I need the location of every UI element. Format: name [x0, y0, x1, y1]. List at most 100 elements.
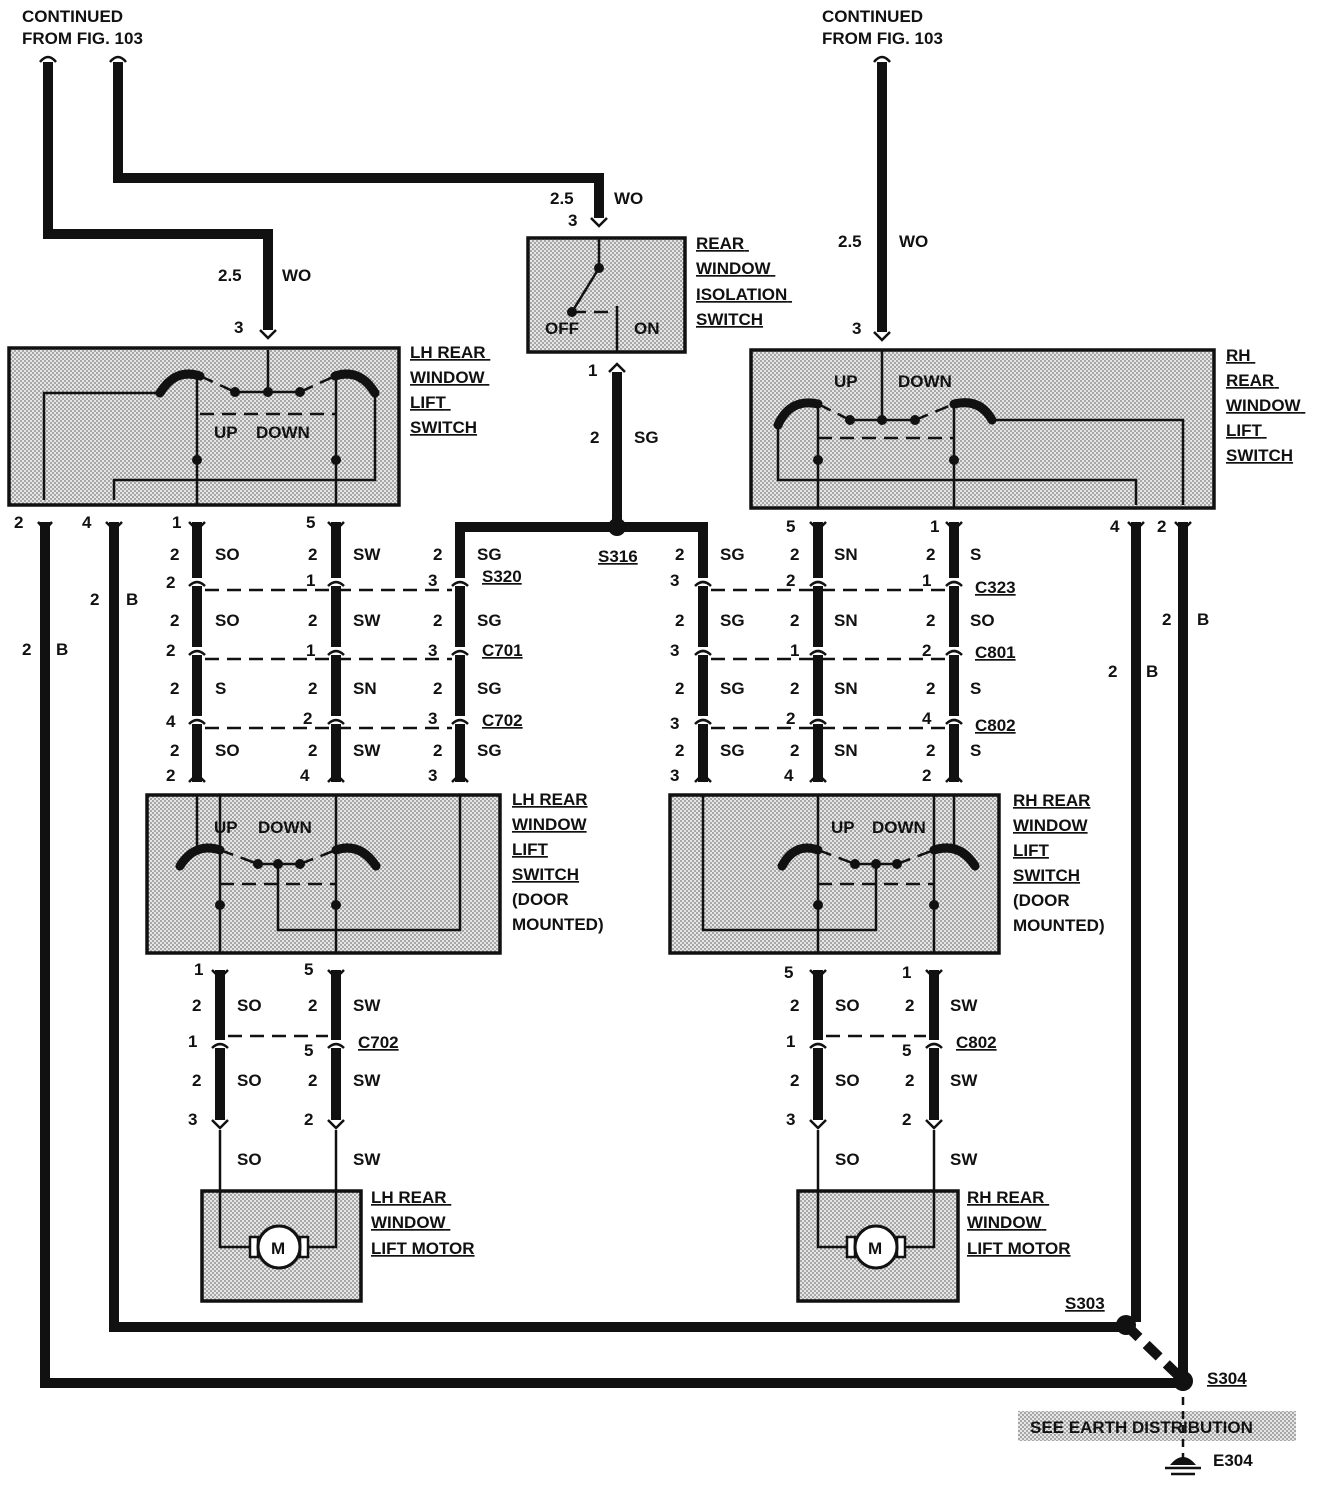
- svg-text:B: B: [126, 590, 138, 609]
- svg-text:2: 2: [433, 545, 442, 564]
- svg-text:3: 3: [428, 571, 437, 590]
- svg-text:2: 2: [675, 741, 684, 760]
- earth-note: SEE EARTH DISTRIBUTION: [1030, 1418, 1253, 1437]
- svg-text:SN: SN: [834, 679, 858, 698]
- svg-text:UP: UP: [831, 818, 855, 837]
- svg-text:2: 2: [308, 611, 317, 630]
- svg-text:SO: SO: [237, 1150, 262, 1169]
- splice-s303: [1116, 1315, 1136, 1335]
- isolation-switch-box: [526, 236, 687, 354]
- svg-text:SO: SO: [237, 1071, 262, 1090]
- svg-text:SW: SW: [353, 996, 381, 1015]
- svg-text:2: 2: [433, 611, 442, 630]
- svg-text:UP: UP: [834, 372, 858, 391]
- svg-text:2: 2: [790, 996, 799, 1015]
- svg-text:2: 2: [790, 1071, 799, 1090]
- svg-text:B: B: [56, 640, 68, 659]
- lh-door-switch-internals: [175, 795, 462, 953]
- c702-label: C702: [482, 711, 523, 730]
- svg-text:WO: WO: [899, 232, 928, 251]
- rh-rear-switch-label: RH REAR WINDOW LIFT SWITCH: [1226, 346, 1305, 465]
- svg-text:5: 5: [304, 960, 313, 979]
- lh-motor-icon: [256, 1224, 302, 1270]
- svg-text:2: 2: [308, 1071, 317, 1090]
- svg-text:SG: SG: [720, 741, 745, 760]
- svg-text:2: 2: [433, 679, 442, 698]
- svg-text:2: 2: [675, 611, 684, 630]
- svg-text:B: B: [1197, 610, 1209, 629]
- svg-text:5: 5: [306, 513, 315, 532]
- svg-text:DOWN: DOWN: [898, 372, 952, 391]
- c702-lower-label: C702: [358, 1033, 399, 1052]
- svg-text:SW: SW: [353, 1150, 381, 1169]
- svg-text:S: S: [215, 679, 226, 698]
- svg-text:4: 4: [300, 766, 310, 785]
- svg-text:1: 1: [588, 361, 597, 380]
- wire-wo-lh-feed: [43, 62, 273, 330]
- svg-text:SG: SG: [720, 679, 745, 698]
- svg-text:2: 2: [166, 641, 175, 660]
- rh-door-switch-label: RH REAR WINDOW LIFT SWITCH (DOOR MOUNTED…: [1013, 791, 1105, 935]
- svg-text:ON: ON: [634, 319, 660, 338]
- svg-text:SN: SN: [834, 545, 858, 564]
- splice-s316: [608, 518, 626, 536]
- svg-text:2: 2: [303, 709, 312, 728]
- splice-s304: [1173, 1371, 1193, 1391]
- svg-text:4: 4: [922, 709, 932, 728]
- rh-motor-icon: [853, 1224, 899, 1270]
- svg-text:SO: SO: [215, 741, 240, 760]
- svg-text:1: 1: [172, 513, 181, 532]
- lh-switch-internals: [42, 350, 380, 505]
- svg-text:1: 1: [930, 517, 939, 536]
- lh-door-switch-box: [145, 793, 502, 955]
- right-from-label: FROM FIG. 103: [822, 29, 943, 48]
- e304-label: E304: [1213, 1451, 1253, 1470]
- svg-text:DOWN: DOWN: [256, 423, 310, 442]
- svg-text:1: 1: [188, 1032, 197, 1051]
- svg-text:3: 3: [568, 211, 577, 230]
- svg-text:SN: SN: [353, 679, 377, 698]
- svg-text:2: 2: [166, 573, 175, 592]
- earth-note-box: [1018, 1411, 1296, 1441]
- svg-text:5: 5: [902, 1041, 911, 1060]
- s303-s304-link: [1122, 1321, 1187, 1384]
- svg-text:1: 1: [922, 571, 931, 590]
- s304-label: S304: [1207, 1369, 1247, 1388]
- svg-text:2: 2: [902, 1110, 911, 1129]
- svg-text:SO: SO: [215, 545, 240, 564]
- lh-motor-label: LH REAR WINDOW LIFT MOTOR: [371, 1188, 475, 1258]
- svg-text:4: 4: [1110, 517, 1120, 536]
- svg-text:SG: SG: [634, 428, 659, 447]
- s320-label: S320: [482, 567, 522, 586]
- svg-text:2: 2: [166, 766, 175, 785]
- svg-text:2: 2: [790, 741, 799, 760]
- svg-text:5: 5: [304, 1041, 313, 1060]
- svg-text:2: 2: [1108, 662, 1117, 681]
- svg-text:SO: SO: [215, 611, 240, 630]
- svg-text:SG: SG: [477, 679, 502, 698]
- svg-text:2: 2: [926, 611, 935, 630]
- svg-text:2: 2: [786, 571, 795, 590]
- svg-text:2: 2: [1157, 517, 1166, 536]
- svg-text:2: 2: [14, 513, 23, 532]
- svg-text:2: 2: [675, 545, 684, 564]
- svg-text:3: 3: [670, 571, 679, 590]
- left-continued-label: CONTINUED: [22, 7, 123, 26]
- svg-text:2: 2: [905, 1071, 914, 1090]
- svg-text:SO: SO: [835, 996, 860, 1015]
- svg-text:SG: SG: [477, 741, 502, 760]
- svg-text:4: 4: [166, 712, 176, 731]
- svg-text:2: 2: [192, 1071, 201, 1090]
- svg-text:SN: SN: [834, 611, 858, 630]
- svg-text:SG: SG: [477, 611, 502, 630]
- rh-door-switch-internals: [701, 795, 980, 953]
- svg-text:2: 2: [1162, 610, 1171, 629]
- c801-label: C801: [975, 643, 1016, 662]
- wire-b-lh-4: [109, 522, 1126, 1332]
- svg-text:2: 2: [926, 741, 935, 760]
- svg-text:2.5: 2.5: [838, 232, 862, 251]
- svg-text:SW: SW: [353, 741, 381, 760]
- wire-sg-s316-left: [455, 522, 617, 782]
- c802-lower-label: C802: [956, 1033, 997, 1052]
